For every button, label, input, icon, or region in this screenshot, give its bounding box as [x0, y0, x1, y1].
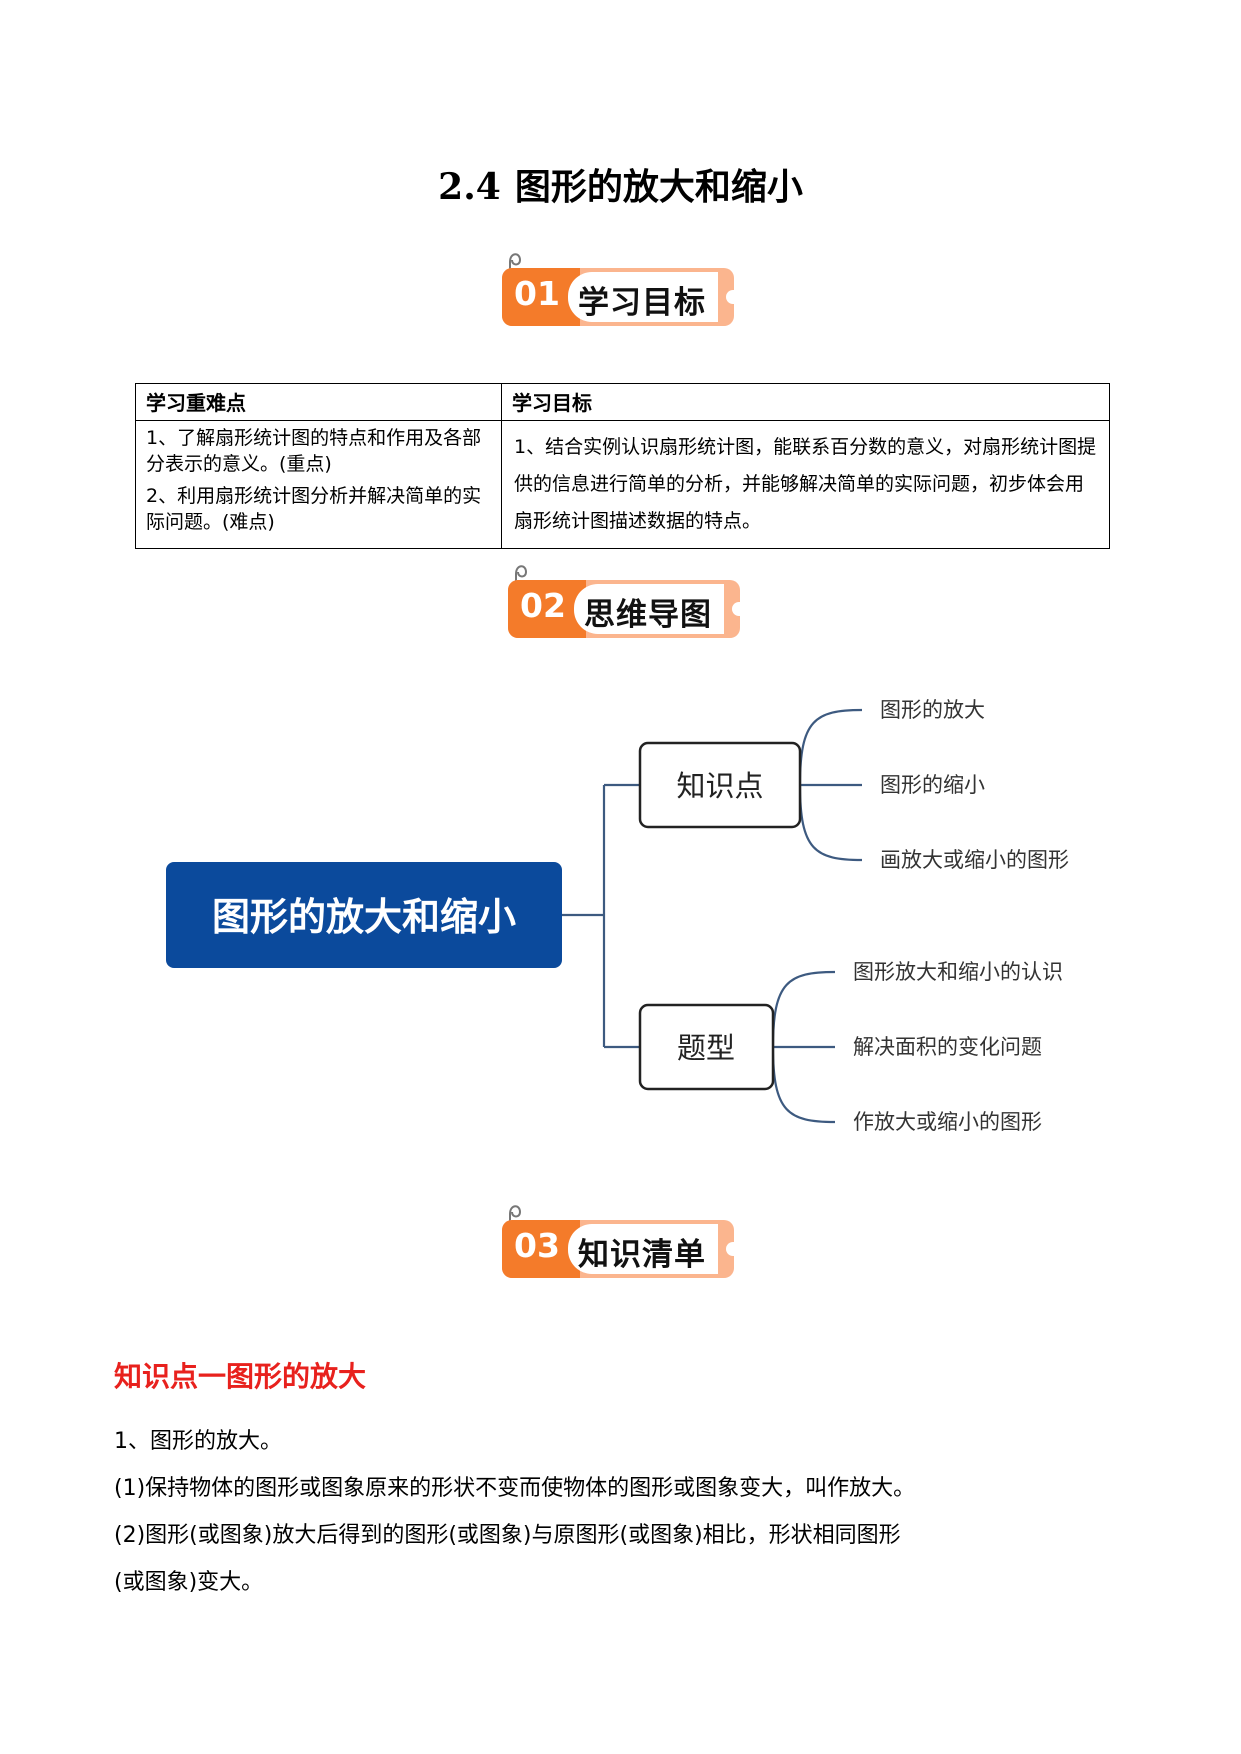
page-title: 2.4 图形的放大和缩小 [0, 158, 1241, 210]
clip-icon [509, 1205, 522, 1232]
table-cell: 1、了解扇形统计图的特点和作用及各部分表示的意义。(重点) 2、利用扇形统计图分… [135, 420, 502, 549]
section-number: 02 [520, 586, 566, 625]
mindmap-leaf: 解决面积的变化问题 [853, 1035, 1042, 1059]
mindmap-branch-label: 题型 [677, 1031, 735, 1065]
title-text: 图形的放大和缩小 [514, 166, 803, 208]
section-label: 学习目标 [578, 285, 706, 321]
list-item: 1、了解扇形统计图的特点和作用及各部分表示的意义。(重点) [146, 427, 482, 475]
connector-line [771, 1046, 836, 1124]
mindmap-branch [638, 741, 802, 829]
section-number: 03 [514, 1226, 560, 1265]
table-header: 学习重难点 [135, 383, 502, 421]
section-banner-1: 01 学习目标 [498, 248, 738, 330]
mindmap-leaf: 画放大或缩小的图形 [880, 848, 1069, 872]
mindmap-root-label: 图形的放大和缩小 [212, 895, 516, 939]
goals-table: 学习重难点 学习目标 1、了解扇形统计图的特点和作用及各部分表示的意义。(重点)… [135, 383, 1110, 549]
section-label: 知识清单 [578, 1237, 706, 1273]
table-cell: 1、结合实例认识扇形统计图，能联系百分数的意义，对扇形统计图提供的信息进行简单的… [501, 420, 1110, 549]
mindmap-leaf: 图形的放大 [880, 698, 985, 722]
connector-line [798, 708, 863, 786]
section-number: 2.4 [438, 166, 501, 208]
section-banner-2: 02 思维导图 [504, 560, 744, 642]
paragraph: (或图象)变大。 [114, 1570, 264, 1595]
connector-line [771, 970, 836, 1048]
paragraph: 1、图形的放大。 [114, 1429, 282, 1454]
paragraph: (2)图形(或图象)放大后得到的图形(或图象)与原图形(或图象)相比，形状相同图… [114, 1523, 901, 1548]
knowledge-heading: 知识点一图形的放大 [114, 1360, 367, 1393]
mindmap-leaf: 图形放大和缩小的认识 [853, 960, 1063, 984]
mindmap-leaf: 作放大或缩小的图形 [853, 1110, 1042, 1134]
clip-icon [515, 565, 528, 592]
paragraph: (1)保持物体的图形或图象原来的形状不变而使物体的图形或图象变大，叫作放大。 [114, 1476, 916, 1501]
clip-icon [509, 253, 522, 280]
mindmap-root [166, 862, 562, 968]
connector-line [798, 784, 863, 862]
mindmap-leaf: 图形的缩小 [880, 773, 985, 797]
table-header: 学习目标 [501, 383, 1110, 421]
section-banner-3: 03 知识清单 [498, 1200, 738, 1282]
section-number: 01 [514, 274, 560, 313]
list-item: 2、利用扇形统计图分析并解决简单的实际问题。(难点) [146, 485, 482, 533]
mindmap-branch [638, 1003, 775, 1091]
mindmap-branch-label: 知识点 [676, 769, 763, 803]
section-label: 思维导图 [584, 597, 712, 633]
